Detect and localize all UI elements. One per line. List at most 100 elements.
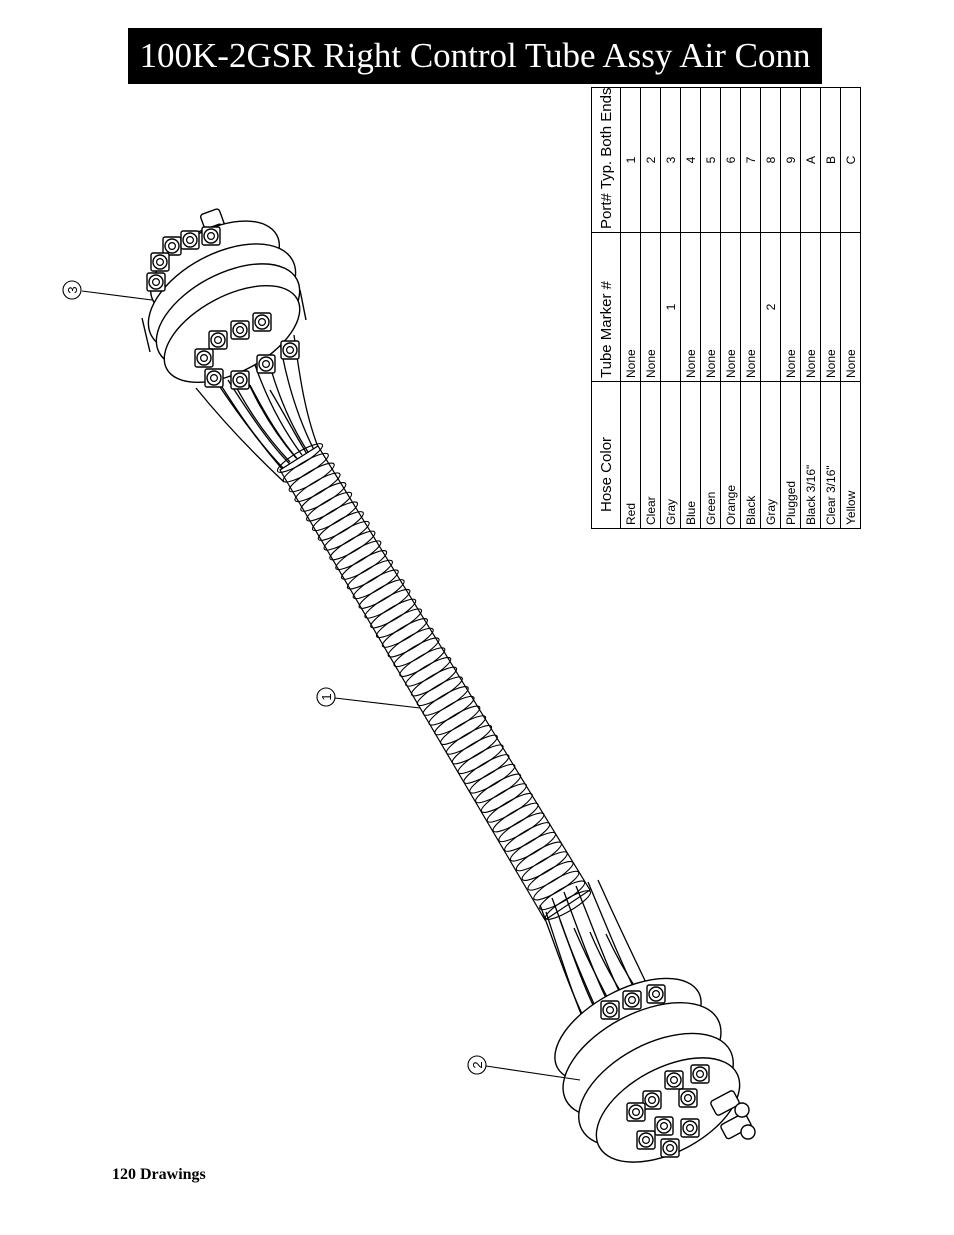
cell-port: 7 (740, 87, 761, 233)
hose-table-container: Hose Color Tube Marker # Port# Typ. Both… (591, 87, 861, 529)
corrugated-tube (279, 445, 591, 921)
corrugation-ring (288, 462, 335, 493)
corrugation-ring (335, 540, 382, 571)
upper-connector (141, 208, 307, 390)
corrugation-ring (381, 618, 428, 648)
corrugation-ring (428, 695, 475, 726)
corrugation-ring (440, 715, 487, 745)
corrugation-ring (276, 443, 324, 473)
cell-port: 6 (720, 87, 741, 233)
corrugation-ring (515, 841, 562, 872)
callout-1: 1 (319, 693, 334, 700)
corrugation-ring (393, 637, 440, 668)
cell-tube-marker: None (820, 232, 841, 382)
cell-hose-color: Yellow (840, 381, 861, 529)
corrugation-ring (375, 608, 423, 639)
cell-hose-color: Black (740, 381, 761, 529)
header-hose-color: Hose Color (591, 381, 621, 529)
corrugation-ring (475, 773, 522, 804)
cell-port: 8 (760, 87, 781, 233)
corrugation-ring (480, 783, 527, 813)
corrugation-ring (451, 734, 498, 765)
table-header-row: Hose Color Tube Marker # Port# Typ. Both… (591, 87, 621, 529)
cell-tube-marker: 2 (760, 232, 781, 382)
corrugation-ring (463, 754, 510, 784)
cell-hose-color: Red (620, 381, 641, 529)
corrugation-ring (457, 744, 504, 775)
cell-port: C (840, 87, 861, 233)
cell-port: A (800, 87, 821, 233)
corrugation-ring (521, 851, 568, 881)
cell-hose-color: Clear 3/16" (820, 381, 841, 529)
corrugation-ring (469, 763, 516, 794)
cell-hose-color: Orange (720, 381, 741, 529)
corrugation-ring (527, 860, 574, 891)
corrugation-ring (492, 802, 539, 833)
cell-hose-color: Clear (640, 381, 661, 529)
corrugation-ring (352, 569, 399, 600)
cell-port: B (820, 87, 841, 233)
corrugation-ring (422, 686, 469, 716)
cell-tube-marker: None (720, 232, 741, 382)
callout-leaders (81, 290, 581, 1081)
cell-hose-color: Gray (760, 381, 781, 529)
corrugation-ring (364, 588, 411, 619)
corrugation-ring (410, 666, 458, 697)
cell-hose-color: Black 3/16" (800, 381, 821, 529)
corrugation-ring (498, 812, 545, 843)
corrugation-ring (399, 647, 446, 677)
corrugation-ring (329, 530, 376, 561)
callout-balloons (62, 280, 487, 1075)
corrugation-ring (323, 520, 370, 551)
corrugation-ring (387, 627, 434, 658)
cell-tube-marker: None (840, 232, 861, 382)
corrugation-rings (276, 443, 592, 920)
cell-tube-marker: 1 (660, 232, 681, 382)
cell-tube-marker: None (700, 232, 721, 382)
corrugation-ring (282, 452, 329, 483)
corrugation-ring (317, 511, 364, 541)
cell-tube-marker: None (640, 232, 661, 382)
corrugation-ring (306, 491, 353, 522)
corrugation-ring (346, 559, 393, 590)
header-tube-marker: Tube Marker # (591, 232, 621, 382)
cell-tube-marker: None (620, 232, 641, 382)
corrugation-ring (300, 482, 347, 512)
hose-port-table: Hose Color Tube Marker # Port# Typ. Both… (591, 87, 861, 529)
corrugation-ring (416, 676, 463, 707)
corrugation-ring (358, 579, 405, 609)
cell-port: 5 (700, 87, 721, 233)
cell-tube-marker: None (800, 232, 821, 382)
cell-port: 3 (660, 87, 681, 233)
cell-port: 9 (780, 87, 801, 233)
corrugation-ring (434, 705, 481, 736)
cell-hose-color: Gray (660, 381, 681, 529)
cell-tube-marker: None (740, 232, 761, 382)
header-port: Port# Typ. Both Ends (591, 87, 621, 233)
corrugation-ring (294, 472, 341, 503)
cell-hose-color: Green (700, 381, 721, 529)
corrugation-ring (539, 880, 586, 911)
cell-port: 2 (640, 87, 661, 233)
cell-tube-marker: None (780, 232, 801, 382)
corrugation-ring (405, 656, 452, 687)
lower-connector (554, 977, 756, 1163)
cell-hose-color: Blue (680, 381, 701, 529)
corrugation-ring (445, 724, 493, 755)
callout-3: 3 (65, 286, 80, 293)
corrugation-ring (311, 501, 359, 532)
cell-port: 4 (680, 87, 701, 233)
page-title: 100K-2GSR Right Control Tube Assy Air Co… (128, 28, 822, 84)
